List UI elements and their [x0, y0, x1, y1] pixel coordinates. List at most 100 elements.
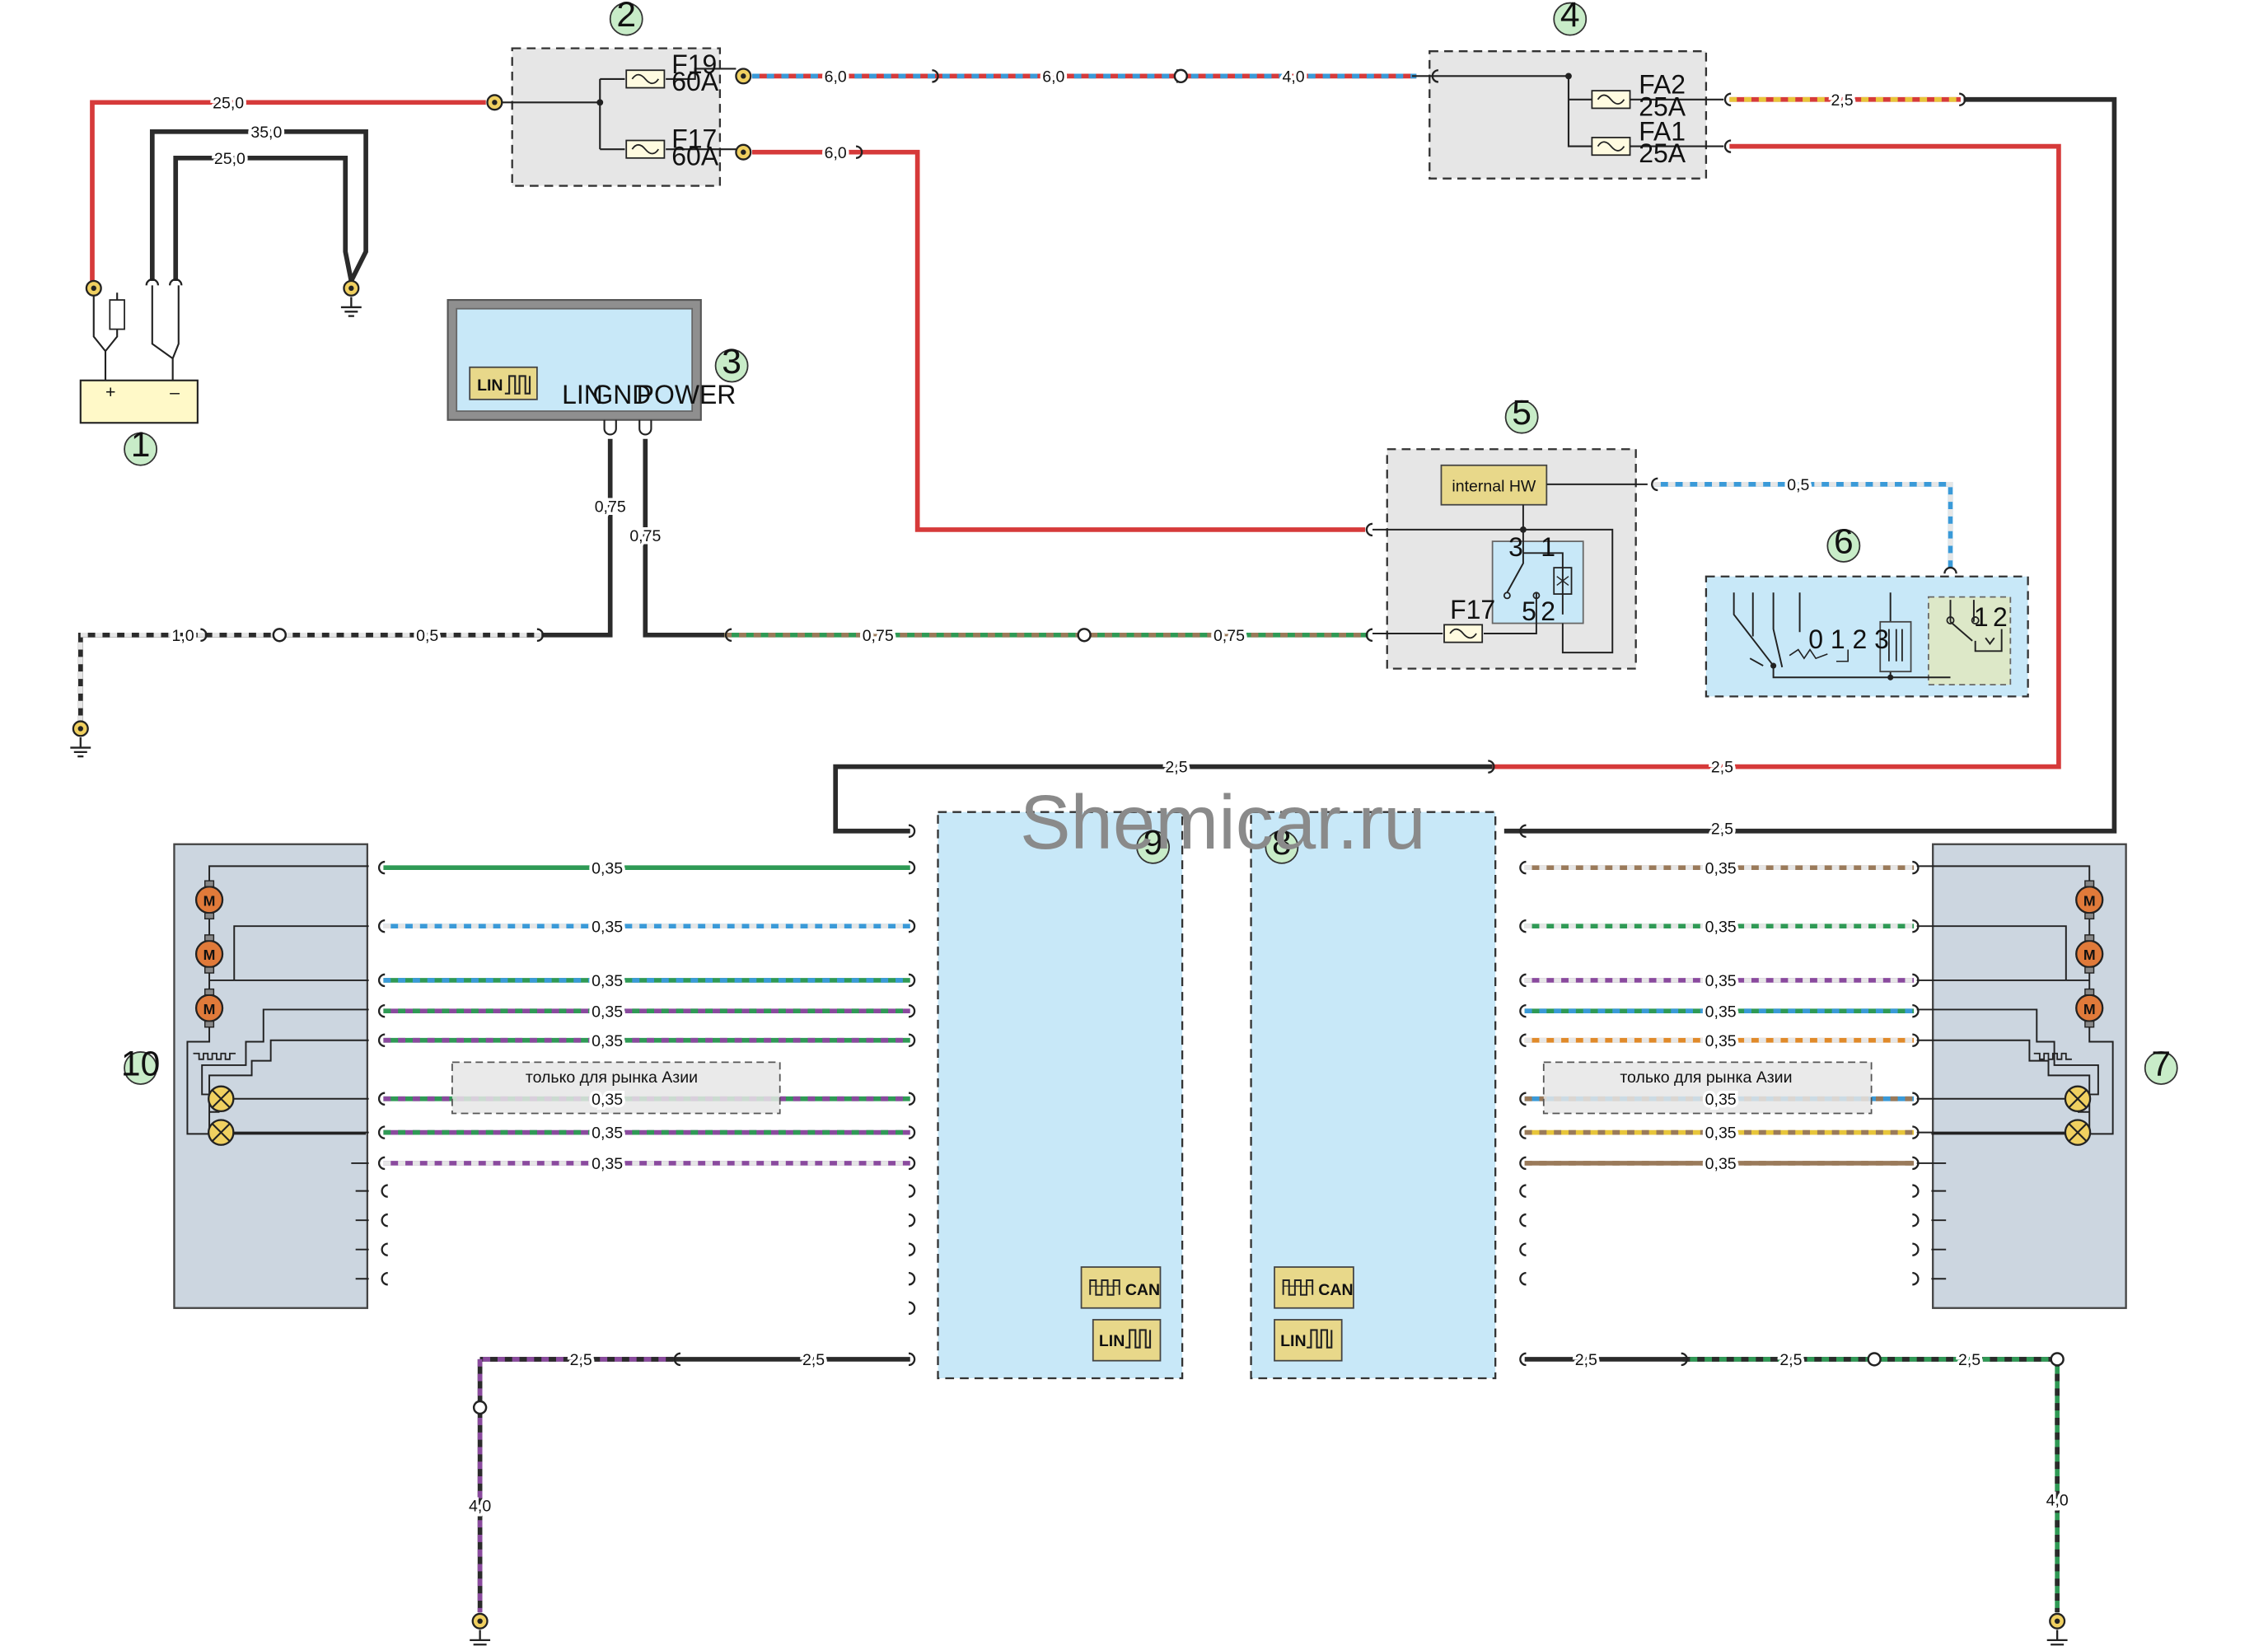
gauge-batt-negative-2: 25,0 — [214, 150, 246, 168]
connector-pin — [1519, 1271, 1527, 1286]
callout-2: 2 — [609, 0, 643, 36]
relay-pin-2: 2 — [1541, 596, 1555, 626]
connector-pin — [1912, 860, 1920, 875]
connector-pin — [1519, 1184, 1527, 1198]
connector-pin — [378, 973, 386, 988]
connector-pin — [908, 1242, 916, 1256]
connector-pin — [1681, 1352, 1688, 1367]
callout-2-text: 2 — [616, 0, 636, 35]
lin-module-3: LIN LIN GND POWER — [447, 299, 736, 436]
callout-10: 10 — [121, 1044, 160, 1085]
connector-pin — [908, 1033, 916, 1047]
fuse-rating-fa2: 25A — [1639, 91, 1686, 121]
wire-gnd-left — [77, 632, 542, 723]
connector-pin — [378, 1003, 386, 1018]
gauge-left-3: 0,35 — [592, 972, 623, 990]
callout-6: 6 — [1826, 521, 1861, 563]
connector-pin — [908, 973, 916, 988]
callout-8: 8 — [1265, 823, 1299, 864]
ecu8-can-label: CAN — [1318, 1281, 1353, 1299]
relay-pin-5: 5 — [1522, 596, 1536, 626]
gauge-gnd8-c: 2,5 — [1958, 1351, 1980, 1369]
connector-pin — [1912, 1125, 1920, 1139]
connector-pin — [908, 1271, 916, 1286]
gauge-right-7: 0,35 — [1705, 1125, 1737, 1143]
wire-fa2-to-8 — [1503, 96, 2117, 834]
connector-pin — [673, 1352, 681, 1367]
gauge-left-2: 0,35 — [592, 918, 623, 936]
connector-pin — [908, 1213, 916, 1227]
fuse-label-fa1: FA1 — [1639, 116, 1686, 146]
battery-minus-label: – — [170, 382, 180, 402]
fuse-label-f17: F17 — [671, 124, 717, 153]
connector-pin — [1912, 1003, 1920, 1018]
relay-fuse-label: F17 — [1450, 595, 1495, 624]
connector-pin — [381, 1213, 388, 1227]
gauge-gnd9-b: 2,5 — [570, 1351, 592, 1369]
ecu8-lin-label: LIN — [1280, 1332, 1306, 1350]
gauge-gnd8-a: 2,5 — [1575, 1351, 1597, 1369]
connector-pin — [1431, 69, 1439, 83]
battery: + – — [79, 278, 199, 424]
callout-6-text: 6 — [1834, 521, 1854, 561]
connector-pin — [908, 824, 916, 839]
connector-pin — [724, 628, 732, 643]
connector-pin — [1912, 1242, 1920, 1256]
connector-pin — [1959, 92, 1966, 107]
connector-pin — [378, 919, 386, 933]
gauge-f19-out: 6,0 — [825, 68, 847, 86]
splice-node-gnd9 — [472, 1400, 488, 1415]
region-note-right-text: только для рынка Азии — [1620, 1068, 1792, 1087]
connector-pin — [1519, 973, 1527, 988]
callout-4: 4 — [1553, 0, 1588, 36]
gauge-lin-power: 0,75 — [629, 527, 661, 545]
callout-8-text: 8 — [1272, 823, 1292, 863]
wire-layer — [77, 73, 2117, 1613]
wire-module3-gnd — [541, 438, 613, 638]
connector-pin — [1519, 1092, 1527, 1106]
connector-pin — [1519, 919, 1527, 933]
gauge-right-1: 0,35 — [1705, 859, 1737, 877]
wire-relay-out — [1653, 482, 1953, 568]
relay-pin-1: 1 — [1541, 532, 1555, 562]
connector-pin — [908, 860, 916, 875]
wire-module3-power — [643, 438, 725, 638]
splice-node-gnd — [272, 628, 288, 643]
connector-pin — [855, 145, 863, 159]
connector-pin — [1519, 1213, 1527, 1227]
callout-10-text: 10 — [121, 1044, 160, 1083]
connector-pin — [1912, 1213, 1920, 1227]
callout-3-text: 3 — [722, 342, 741, 381]
connector-pin — [908, 1352, 916, 1367]
callout-5-text: 5 — [1512, 393, 1531, 433]
wire-batt-positive — [90, 100, 486, 281]
relay-pin-3: 3 — [1508, 532, 1523, 562]
splice-node-top — [1173, 68, 1189, 84]
fuse-label-fa2: FA2 — [1639, 70, 1686, 100]
door-module-10 — [173, 843, 369, 1309]
gauge-left-5: 0,35 — [592, 1032, 623, 1050]
gauge-left-1: 0,35 — [592, 859, 623, 877]
connector-pin — [1519, 824, 1527, 839]
gauge-right-8: 0,35 — [1705, 1155, 1737, 1173]
connector-pin — [1912, 1271, 1920, 1286]
gauge-right-6: 0,35 — [1705, 1091, 1737, 1109]
gauge-lin-gnd: 0,75 — [595, 498, 626, 517]
connector-pin — [1519, 1003, 1527, 1018]
connector-pin — [908, 919, 916, 933]
connector-pin — [908, 1156, 916, 1171]
pin-label-lin: LIN — [562, 380, 603, 409]
connector-pin — [1519, 1033, 1527, 1047]
gauge-mid-2: 4,0 — [1283, 68, 1305, 86]
ecu-9: CAN LIN — [937, 811, 1184, 1380]
connector-pin — [1651, 477, 1658, 492]
fuse-rating-f19: 60A — [671, 67, 719, 96]
gauge-batt-negative-1: 35,0 — [250, 124, 282, 142]
wiper-switch-6: 0 1 2 3 1 2 — [1705, 575, 2029, 698]
door-module-7 — [1916, 843, 2127, 1309]
splice-node-power — [1077, 628, 1092, 643]
lin-badge-label: LIN — [477, 376, 503, 395]
connector-pin — [1912, 1033, 1920, 1047]
fuse-rating-fa1: 25A — [1639, 138, 1686, 168]
connector-pin — [381, 1242, 388, 1256]
